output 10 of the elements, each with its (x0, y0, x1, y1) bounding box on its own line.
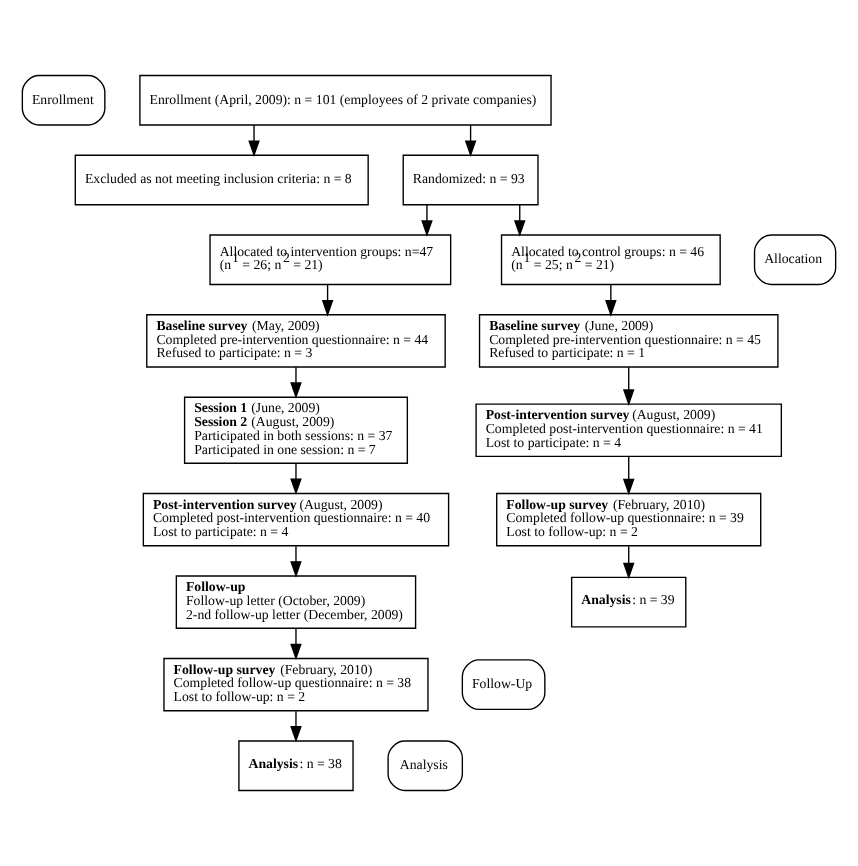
arrow (290, 366, 302, 399)
arrow (421, 204, 433, 237)
arrow (605, 283, 617, 317)
arrow (622, 366, 635, 406)
arrow (290, 628, 302, 661)
arrow (248, 124, 260, 158)
arrow (290, 710, 302, 743)
arrow (622, 455, 635, 496)
arrow (290, 545, 302, 578)
arrow (290, 462, 302, 496)
